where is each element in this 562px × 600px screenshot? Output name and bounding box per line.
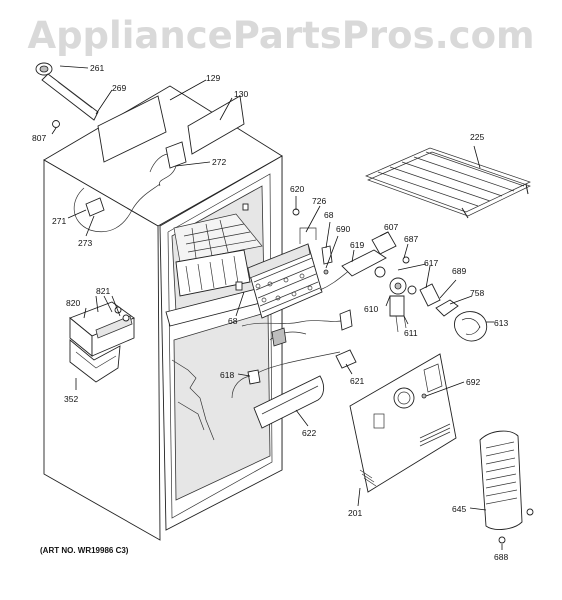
callout-692: 692 xyxy=(466,377,480,387)
callout-821: 821 xyxy=(96,286,110,296)
callout-129: 129 xyxy=(206,73,220,83)
callout-645: 645 xyxy=(452,504,466,514)
callout-607: 607 xyxy=(384,222,398,232)
callout-225: 225 xyxy=(470,132,484,142)
drain-trough xyxy=(253,349,357,429)
evaporator xyxy=(247,208,333,319)
callout-622: 622 xyxy=(302,428,316,438)
callout-620: 620 xyxy=(290,184,304,194)
callout-610: 610 xyxy=(364,304,378,314)
callout-611: 611 xyxy=(404,328,418,338)
callout-689: 689 xyxy=(452,266,466,276)
callout-613: 613 xyxy=(494,318,508,328)
air-diffuser xyxy=(479,430,534,544)
callout-618: 618 xyxy=(220,370,234,380)
callout-272: 272 xyxy=(212,157,226,167)
callout-621: 621 xyxy=(350,376,364,386)
callout-688: 688 xyxy=(494,552,508,562)
callout-261: 261 xyxy=(90,63,104,73)
leader-lines xyxy=(51,65,503,550)
fan-motor-assembly xyxy=(341,231,488,342)
site-watermark: AppliancePartsPros.com xyxy=(27,14,535,57)
refrigerator-case xyxy=(43,85,283,541)
wire-harness xyxy=(73,141,187,233)
wire-shelf xyxy=(365,147,531,219)
callout-617: 617 xyxy=(424,258,438,268)
callout-758: 758 xyxy=(470,288,484,298)
callout-820: 820 xyxy=(66,298,80,308)
callout-690: 690 xyxy=(336,224,350,234)
callout-807: 807 xyxy=(32,133,46,143)
callout-68-lower: 68 xyxy=(228,316,238,326)
callout-619: 619 xyxy=(350,240,364,250)
callout-273: 273 xyxy=(78,238,92,248)
callout-271: 271 xyxy=(52,216,66,226)
callout-labels: 261 269 129 130 807 272 271 273 225 620 … xyxy=(32,63,508,562)
evaporator-cover xyxy=(349,353,457,493)
callout-726: 726 xyxy=(312,196,326,206)
callout-269: 269 xyxy=(112,83,126,93)
callout-352: 352 xyxy=(64,394,78,404)
callout-130: 130 xyxy=(234,89,248,99)
callout-201: 201 xyxy=(348,508,362,518)
callout-68-upper: 68 xyxy=(324,210,334,220)
callout-687: 687 xyxy=(404,234,418,244)
art-number: (ART NO. WR19986 C3) xyxy=(40,546,129,555)
fill-tube-assembly xyxy=(35,62,99,128)
